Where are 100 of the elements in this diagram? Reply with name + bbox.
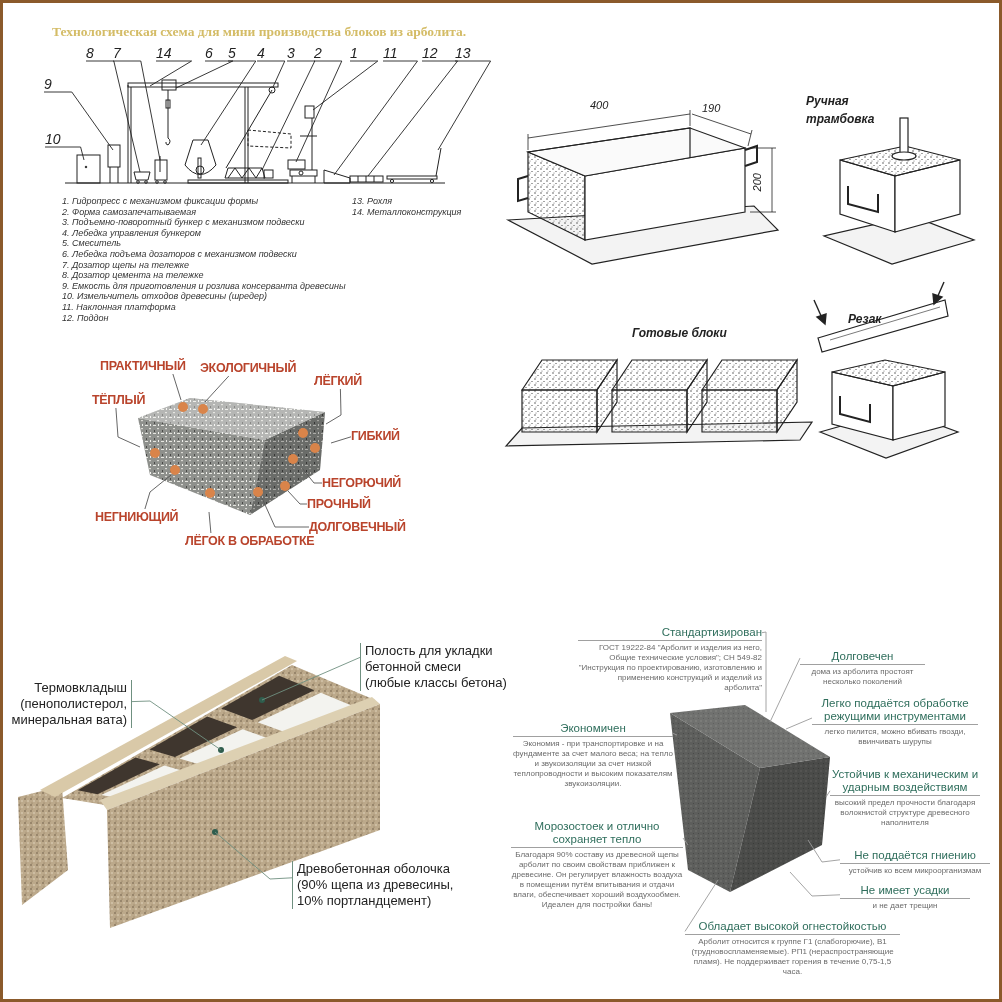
leader-line <box>312 60 379 111</box>
callout-text: дома из арболита простоят несколько поколений <box>810 667 915 687</box>
callout-heading: Не поддаётся гниению <box>840 849 990 864</box>
leader-line <box>172 373 182 401</box>
parts-list-item: 6. Лебедка подъема дозаторов с механизмом подвески <box>62 249 297 259</box>
leader-line <box>761 631 767 713</box>
callout-number: 2 <box>314 45 322 61</box>
callout-number: 5 <box>228 45 236 61</box>
leader-line <box>261 497 310 528</box>
leader-line <box>261 60 316 171</box>
callout-text: легко пилится, можно вбивать гвозди, ввинчивать шурупы <box>823 727 967 747</box>
leader-line <box>672 732 678 736</box>
callout-heading: Обладает высокой огнестойкостью <box>685 920 900 935</box>
leader-line <box>200 60 257 146</box>
leader-line <box>112 60 161 161</box>
callout-text: и не дает трещин <box>871 901 939 911</box>
leader-line <box>330 436 352 444</box>
dimension-label: 400 <box>590 98 609 113</box>
callout-text: устойчив ко всем микроорганизмам <box>847 866 983 876</box>
property-label: ПРАКТИЧНЫЙ <box>100 358 186 374</box>
property-label: НЕГНИЮЩИЙ <box>95 509 179 525</box>
callout-text: высокий предел прочности благодаря волокнистой структуре древесного наполнителя <box>833 798 977 828</box>
caption-label: Готовые блоки <box>632 325 727 342</box>
leader-line <box>115 407 141 448</box>
property-label: ГИБКИЙ <box>351 428 400 444</box>
callout-heading: Стандартизирован <box>578 626 762 641</box>
callout-text: Благодаря 90% составу из древесной щепы арболит по своим свойствам приближен к древесине. Он регулирует влажность воздуха в помещении путём впитывания и отдачи влаги, обеспечивает хороший воздухообмен. Идеален для постройки бань! <box>511 850 683 910</box>
leader-line <box>261 656 361 701</box>
title: Технологическая схема для мини производства блоков из арболита. <box>52 23 467 41</box>
callout-heading: Морозостоек и отлично сохраняет тепло <box>511 820 683 848</box>
property-label: НЕГОРЮЧИЙ <box>322 475 401 491</box>
leader-line <box>807 839 841 863</box>
dimension-label: 200 <box>749 173 764 192</box>
dimension-label: 190 <box>702 101 721 116</box>
parts-list-item: 3. Подъемно-поворотный бункер с механизмом подвески <box>62 217 305 228</box>
callout-text: ГОСТ 19222-84 "Арболит и изделия из него, Общие технические условия"; СН 549-82 "Инструкция по проектированию, изготовлению и применению конструкций и изделий из арболита" <box>578 643 762 693</box>
property-label: ЛЁГКИЙ <box>314 373 362 389</box>
property-label: ЛЁГОК В ОБРАБОТКЕ <box>185 533 315 549</box>
leader-line <box>301 467 323 484</box>
callout-heading: Долговечен <box>800 650 925 665</box>
leader-line <box>85 60 141 173</box>
leader-line <box>287 490 308 505</box>
caption-label: Ручная трамбовка <box>806 93 876 128</box>
callout-number: 11 <box>383 45 398 61</box>
callout-number: 12 <box>422 45 438 61</box>
parts-list-item: 13. Рохля <box>352 196 393 206</box>
leader-line <box>333 60 418 176</box>
leader-line <box>785 717 813 730</box>
parts-list-item: 4. Лебедка управления бункером <box>62 227 201 238</box>
leader-line <box>295 60 343 163</box>
leader-line <box>175 60 234 89</box>
parts-list-item: 10. Измельчитель отходов древесины (шредер) <box>62 291 267 302</box>
callout-heading: Легко поддаётся обработке режущими инструментами <box>812 697 978 725</box>
callout-number: 9 <box>44 76 52 92</box>
callout-heading: Не имеет усадки <box>840 884 970 899</box>
callout-heading: Устойчив к механическим и ударным воздействиям <box>830 768 980 796</box>
callout-number: 1 <box>350 45 358 61</box>
callout-number: 10 <box>45 131 61 147</box>
callout-number: 3 <box>287 45 295 61</box>
property-label: ЭКОЛОГИЧНЫЙ <box>200 360 297 376</box>
leader-line <box>325 388 342 425</box>
callout-label: Древобетонная оболочка (90% щепа из древесины, 10% портландцемент) <box>292 861 477 909</box>
leader-line <box>684 879 719 932</box>
callout-text: Экономия - при транспортировке и на фундаменте за счет малого веса; на тепло и звукоизоляции за счет низкой теплопроводности и высоким показателям звукоизоляции. <box>513 739 673 789</box>
parts-list-item: 2. Форма самозапечатываемая <box>62 206 196 217</box>
leader-line <box>825 790 831 798</box>
parts-list-item: 9. Емкость для приготовления и розлива консерванта древесины <box>62 280 346 291</box>
property-label: ПРОЧНЫЙ <box>307 496 371 512</box>
production-line-drawing <box>64 79 446 184</box>
parts-list-item: 8. Дозатор цемента на тележке <box>62 270 204 281</box>
leader-line <box>769 657 801 723</box>
parts-list-item: 11. Наклонная платформа <box>62 302 176 312</box>
callout-number: 4 <box>257 45 265 61</box>
leader-line <box>256 60 286 88</box>
leader-line <box>131 700 222 751</box>
parts-list-item: 7. Дозатор щепы на тележке <box>62 259 190 270</box>
parts-list-item: 14. Металлоконструкция <box>352 206 462 217</box>
caption-label: Резак <box>848 311 882 328</box>
parts-list-item: 5. Смеситель <box>62 238 122 249</box>
leader-line <box>437 60 492 151</box>
callout-text: Арболит относится к группе Г1 (слабогорючие), В1 (трудновоспламеняемые). РП1 (нераспространяющие пламя). Не поддерживает горения в течение 0,75-1,5 часа. <box>690 937 895 977</box>
parts-list-item: 1. Гидропресс с механизмом фиксации формы <box>62 196 259 206</box>
callout-number: 14 <box>156 45 172 61</box>
callout-number: 6 <box>205 45 213 61</box>
leader-line <box>44 146 85 161</box>
property-label: ТЁПЛЫЙ <box>92 392 146 408</box>
leader-line <box>682 837 689 846</box>
leader-line <box>149 60 193 87</box>
callout-number: 7 <box>113 45 121 61</box>
callout-heading: Экономичен <box>513 722 673 737</box>
callout-label: Полость для укладки бетонной смеси (любые классы бетона) <box>360 643 510 691</box>
leader-line <box>214 831 293 880</box>
leader-line <box>367 60 459 177</box>
callout-label: Термовкладыш (пенополистерол, минеральная вата) <box>6 680 132 728</box>
leader-line <box>789 871 841 897</box>
callout-number: 8 <box>86 45 94 61</box>
leader-line <box>208 511 212 534</box>
leader-line <box>144 474 172 510</box>
parts-list-item: 12. Поддон <box>62 312 109 323</box>
property-label: ДОЛГОВЕЧНЫЙ <box>309 519 406 535</box>
